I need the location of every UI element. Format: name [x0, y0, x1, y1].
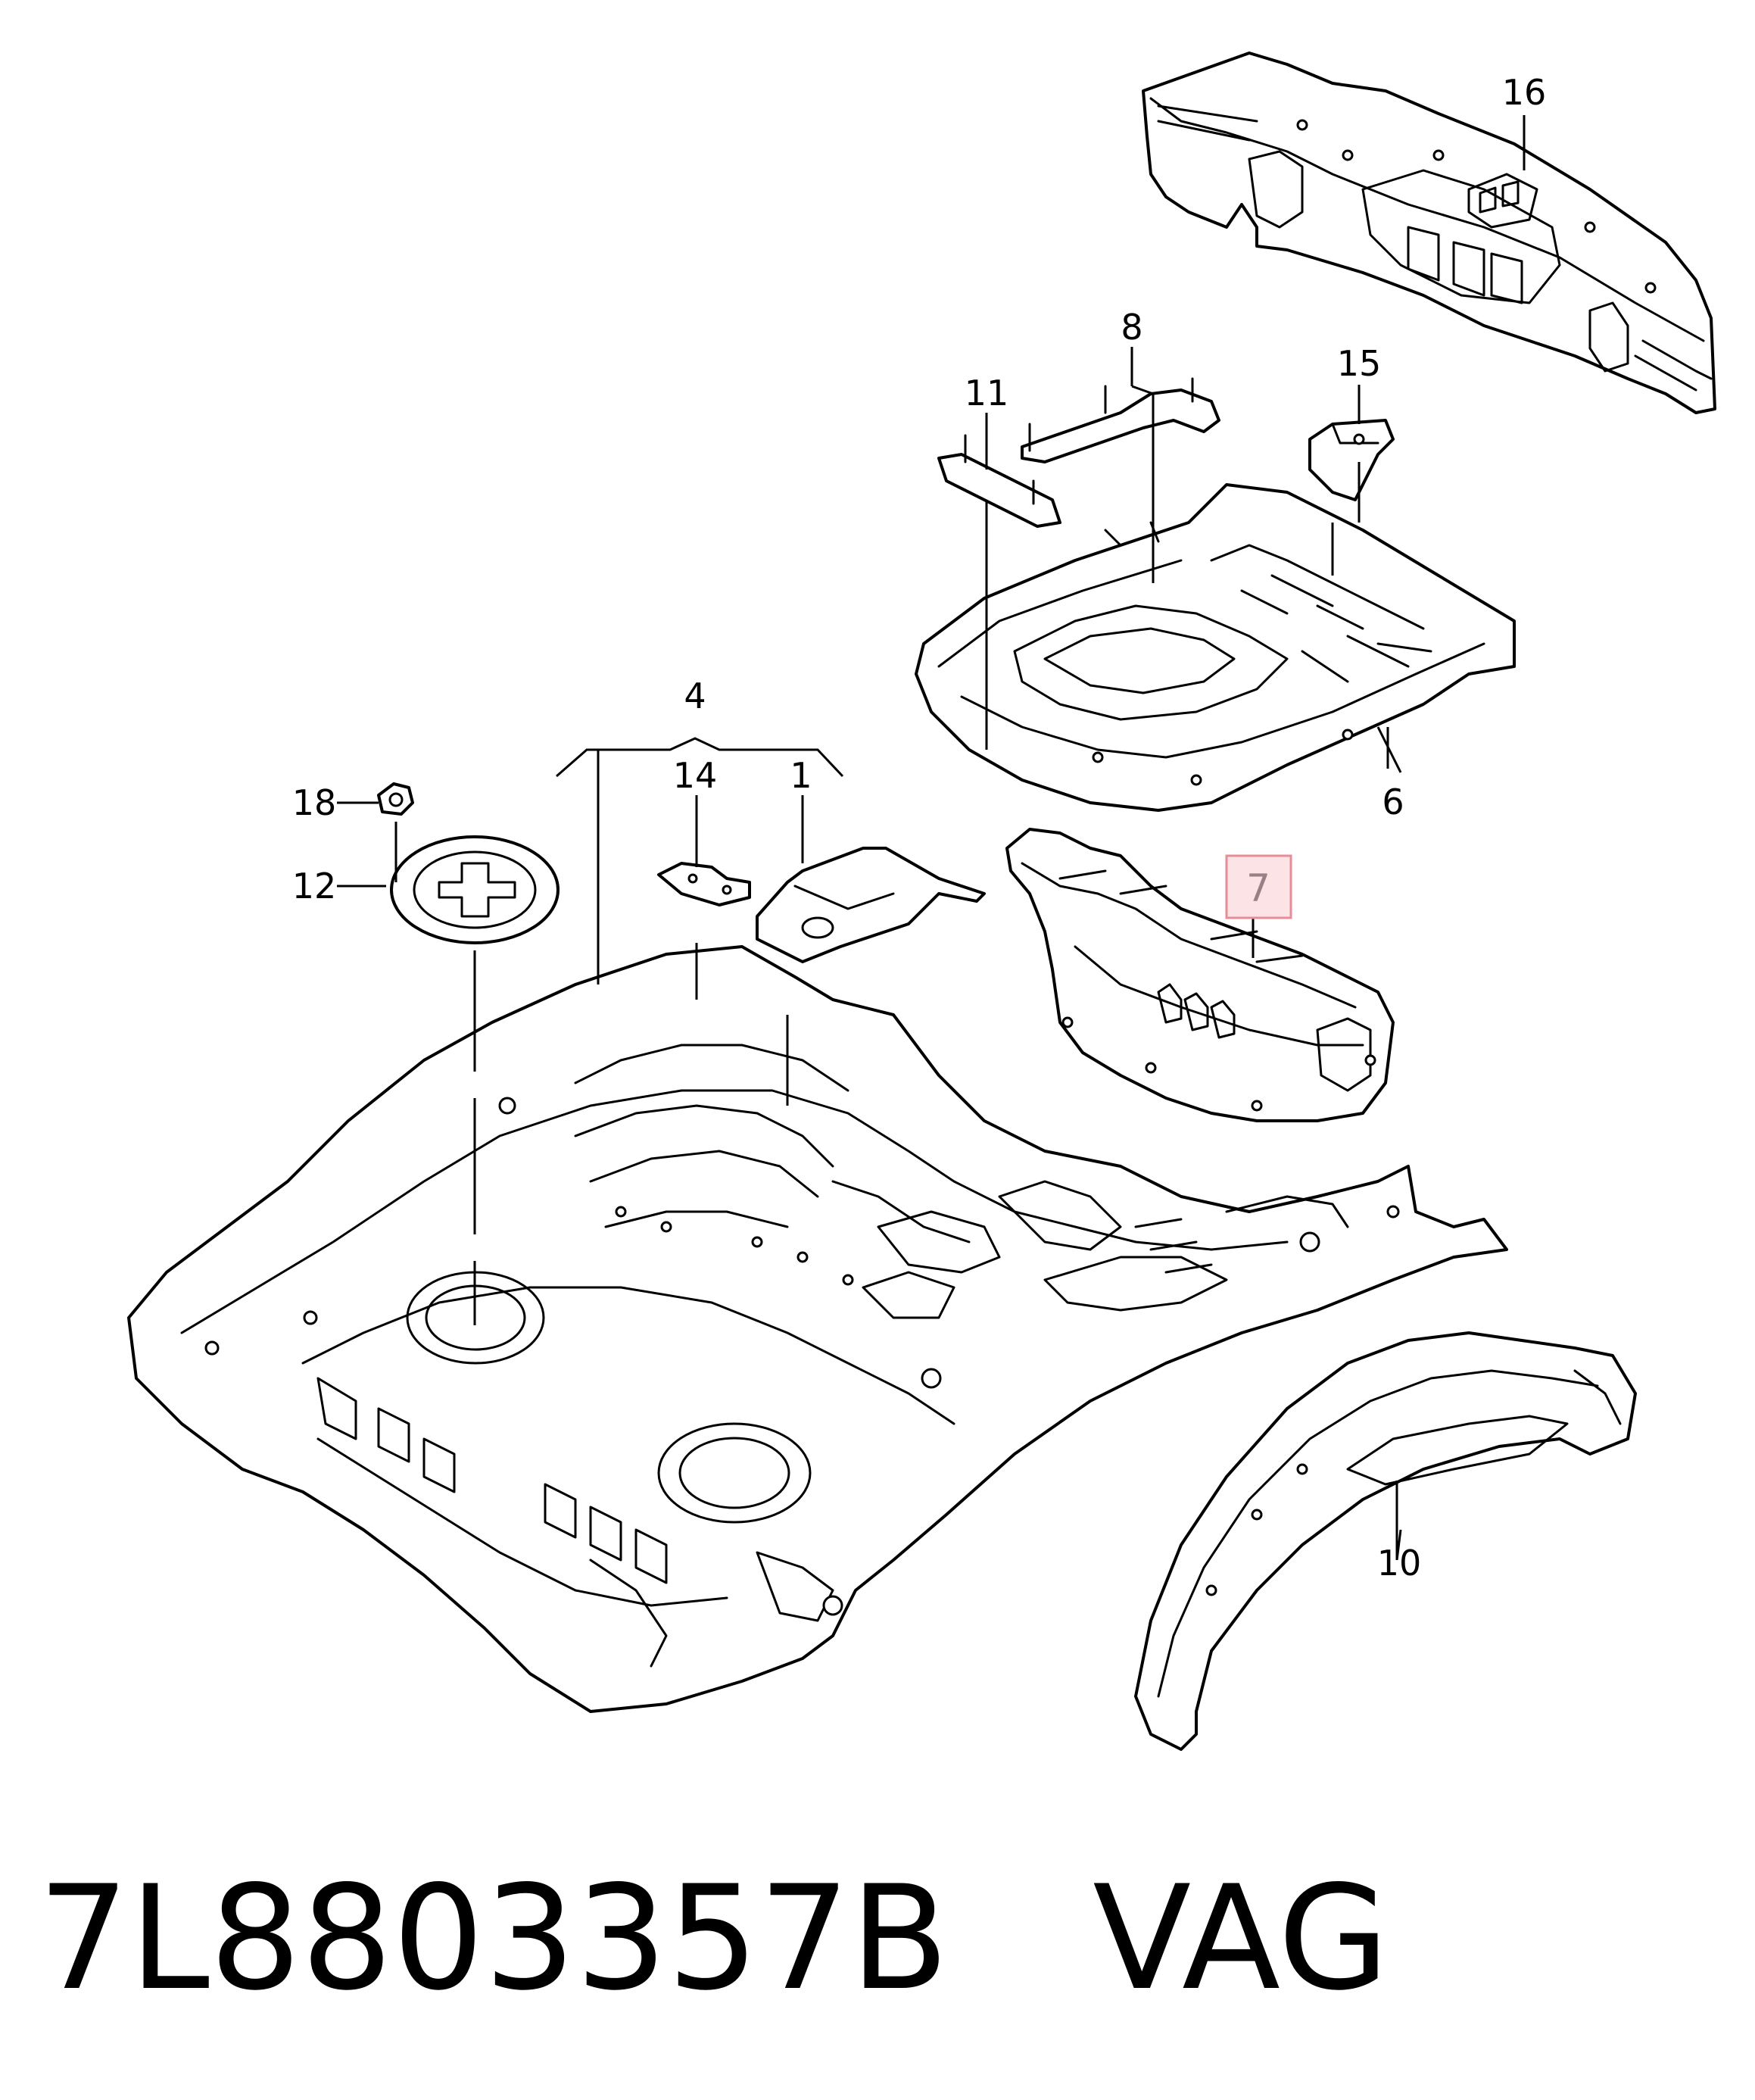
part-4-floor-pan [127, 945, 1508, 1713]
highlight-box [1225, 854, 1292, 919]
part-18-nut [377, 782, 414, 816]
part-7-cross-member [1005, 828, 1395, 1122]
callout-8: 8 [1121, 307, 1142, 348]
callout-14: 14 [673, 755, 718, 796]
highlighted-callout-7: 7 [1225, 854, 1292, 919]
callout-18: 18 [292, 782, 337, 823]
part-8-strap [1021, 377, 1220, 463]
callout-15: 15 [1337, 343, 1382, 384]
brand-name: VAG [1093, 1855, 1389, 2022]
callout-10: 10 [1377, 1543, 1422, 1584]
part-14-bracket [657, 862, 751, 906]
part-number: 7L8803357B [38, 1855, 949, 2022]
part-caption: 7L8803357B VAG [38, 1840, 1717, 2037]
callout-4: 4 [684, 676, 706, 716]
callout-12: 12 [292, 866, 337, 906]
part-12-cover [390, 835, 560, 944]
callout-1: 1 [790, 755, 812, 796]
callout-16: 16 [1502, 72, 1547, 113]
callout-11: 11 [965, 373, 1009, 413]
callout-labels: 16 8 11 15 6 10 4 14 1 18 12 7 [292, 72, 1547, 1584]
part-15-bracket [1308, 419, 1395, 501]
part-16-rear-panel [1142, 51, 1716, 414]
leader-lines [337, 115, 1526, 1561]
part-1-bracket [756, 847, 986, 963]
part-6-rear-floor [915, 483, 1516, 812]
callout-7: 7 [1246, 866, 1270, 910]
callout-6: 6 [1382, 782, 1404, 822]
part-10-wheel-arch [1134, 1331, 1637, 1751]
part-11-strap [937, 434, 1061, 528]
